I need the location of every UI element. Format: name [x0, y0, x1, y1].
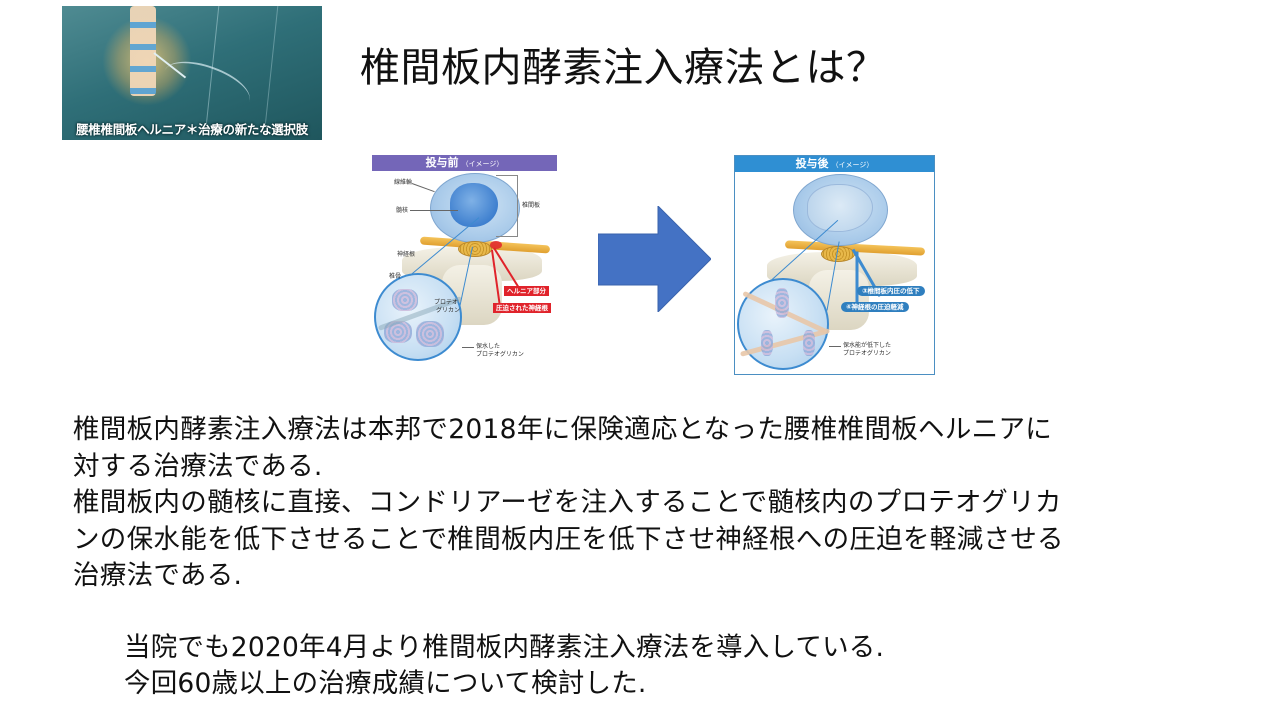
- label-hydrated-2: プロテオグリカン: [476, 351, 524, 358]
- figure-after-administration: 投与後（イメージ） ③椎間板内圧の低下 ④神経根の圧迫軽減 保水能が低下した プ…: [734, 155, 935, 375]
- proteoglycan-cluster: [803, 330, 815, 356]
- description-line: 椎間板内の髄核に直接、コンドリアーゼを注入することで髄核内のプロテオグリカ: [73, 487, 1062, 518]
- spinal-cord-illustration: [458, 241, 492, 257]
- label-nucleus: 髄核: [396, 207, 409, 214]
- description-line: ンの保水能を低下させることで椎間板内圧を低下させ神経根への圧迫を軽減させる: [73, 523, 1064, 555]
- label-reduced-1: 保水能が低下した: [843, 342, 892, 349]
- disc-bracket: [496, 175, 518, 237]
- figure-after-header: 投与後（イメージ）: [735, 156, 934, 172]
- figure-before-administration: 投与前（イメージ） 線維輪 髄核 椎間板 神経根 椎骨 ヘルニア部分 圧迫された…: [372, 155, 557, 373]
- figure-after-header-sub: （イメージ）: [831, 161, 874, 169]
- leader-line: [462, 347, 474, 348]
- description-line: 椎間板内酵素注入療法は本邦で2018年に保険適応となった腰椎椎間板ヘルニアに: [73, 414, 1053, 445]
- proteoglycan-cluster: [775, 288, 789, 318]
- note-line: 当院でも2020年4月より椎間板内酵素注入療法を導入している.: [124, 632, 885, 663]
- banner-spine-illustration: [130, 6, 156, 96]
- tag-pressure-drop: ③椎間板内圧の低下: [857, 286, 925, 296]
- right-arrow-icon: [598, 206, 711, 312]
- banner-image: 腰椎椎間板ヘルニア＊治療の新たな選択肢: [62, 6, 322, 140]
- label-hydrated-1: 保水した: [476, 343, 501, 350]
- description-line: 対する治療法である.: [73, 450, 323, 482]
- leader-line: [410, 210, 458, 211]
- description-paragraph: 椎間板内酵素注入療法は本邦で2018年に保険適応となった腰椎椎間板ヘルニアに 対…: [73, 412, 1263, 595]
- label-proteoglycan-1: プロテオ: [434, 299, 459, 306]
- study-note: 当院でも2020年4月より椎間板内酵素注入療法を導入している. 今回60歳以上の…: [124, 630, 884, 702]
- banner-caption: 腰椎椎間板ヘルニア＊治療の新たな選択肢: [76, 122, 308, 137]
- figure-after-header-title: 投与後: [795, 157, 829, 170]
- magnified-proteoglycan-circle: [374, 273, 463, 361]
- proteoglycan-cluster: [416, 321, 444, 347]
- hernia-highlight: [490, 241, 502, 249]
- tag-compressed-nerve: 圧迫された神経根: [493, 303, 551, 313]
- magnified-proteoglycan-circle: [737, 278, 831, 370]
- leader-line: [829, 346, 841, 347]
- label-annulus: 線維輪: [394, 179, 413, 186]
- label-reduced-2: プロテオグリカン: [843, 350, 891, 357]
- collagen-fiber: [739, 328, 831, 357]
- proteoglycan-cluster: [761, 330, 773, 356]
- label-nerve-root: 神経根: [397, 251, 416, 258]
- leader-line: [411, 183, 435, 193]
- label-vertebra: 椎骨: [389, 273, 402, 280]
- tag-hernia: ヘルニア部分: [504, 286, 549, 296]
- figure-before-header: 投与前（イメージ）: [372, 155, 557, 171]
- nucleus-illustration: [807, 184, 873, 232]
- proteoglycan-cluster: [392, 289, 418, 311]
- label-disc: 椎間板: [522, 202, 541, 209]
- label-proteoglycan-2: グリカン: [436, 307, 461, 314]
- note-line: 今回60歳以上の治療成績について検討した.: [124, 668, 647, 699]
- slide-title: 椎間板内酵素注入療法とは？: [360, 45, 887, 91]
- figure-before-header-title: 投与前: [425, 156, 459, 169]
- compression-leader: [855, 251, 859, 308]
- description-line: 治療法である.: [73, 560, 243, 591]
- figure-before-header-sub: （イメージ）: [461, 160, 504, 168]
- tag-compression-relief: ④神経根の圧迫軽減: [841, 302, 909, 312]
